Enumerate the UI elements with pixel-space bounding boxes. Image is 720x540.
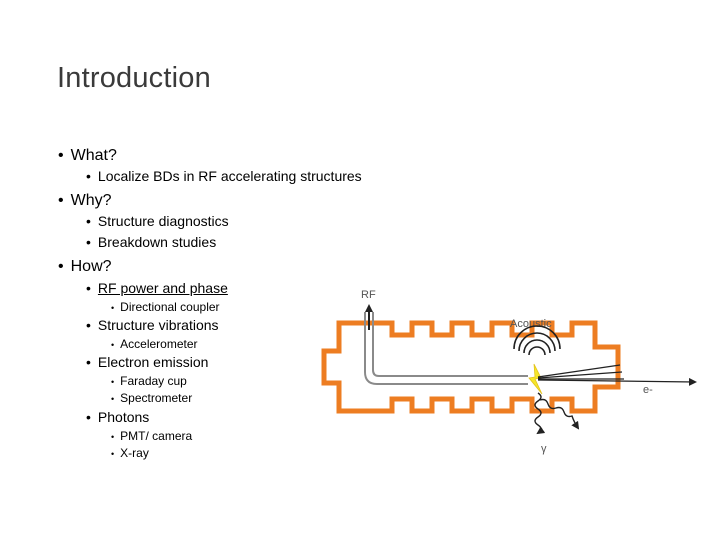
bullet-how-item-label: RF power and phase [97, 280, 228, 296]
bullet-why-item-label: Breakdown studies [97, 234, 217, 250]
bullet-dot: • [111, 303, 115, 313]
bullet-dot: • [111, 449, 115, 459]
electron-arrow [537, 377, 697, 386]
bullet-how-subitem-label: Faraday cup [120, 374, 187, 388]
bullet-what-item-label: Localize BDs in RF accelerating structur… [97, 168, 362, 184]
bullet-how: • How? [58, 258, 112, 276]
bullet-dot: • [111, 340, 115, 350]
waveguide-inner [372, 312, 528, 377]
bullet-dot: • [111, 394, 115, 404]
bullet-how-subitem: • Spectrometer [111, 391, 192, 405]
bullet-how-subitem-label: X-ray [120, 446, 149, 460]
electron-emission-lines [537, 364, 624, 380]
bullet-how-subitem: • Directional coupler [111, 300, 220, 314]
waveguide-outer [364, 312, 528, 385]
bullet-how-item: • Electron emission [86, 354, 208, 370]
rf-label: RF [361, 289, 376, 301]
bullet-dot: • [58, 192, 64, 209]
bullet-why-item: • Breakdown studies [86, 234, 216, 250]
bullet-what-item: • Localize BDs in RF accelerating structu… [86, 168, 362, 184]
bullet-how-subitem-label: Spectrometer [120, 391, 193, 405]
bullet-why-item: • Structure diagnostics [86, 213, 229, 229]
bullet-why: • Why? [58, 192, 112, 210]
bullet-what-label: What? [70, 147, 117, 164]
bullet-dot: • [86, 213, 91, 229]
bullet-dot: • [86, 234, 91, 250]
bullet-dot: • [58, 147, 64, 164]
gamma-label: γ [541, 443, 547, 455]
bullet-why-label: Why? [70, 192, 112, 209]
bullet-how-subitem: • Faraday cup [111, 374, 187, 388]
photon-wave-icon [539, 398, 580, 430]
bullet-dot: • [86, 354, 91, 370]
bullet-dot: • [111, 377, 115, 387]
bullet-how-item-label: Photons [97, 409, 150, 425]
structure-outline [321, 320, 621, 414]
bullet-how-label: How? [70, 258, 112, 275]
bullet-how-subitem-label: Accelerometer [120, 337, 198, 351]
bullet-how-item-label: Structure vibrations [97, 317, 219, 333]
bullet-how-subitem: • Accelerometer [111, 337, 198, 351]
bullet-how-subitem-label: PMT/ camera [120, 429, 193, 443]
bullet-how-item-label: Electron emission [97, 354, 209, 370]
bullet-how-subitem: • X-ray [111, 446, 149, 460]
bullet-why-item-label: Structure diagnostics [97, 213, 229, 229]
bullet-dot: • [86, 317, 91, 333]
electron-label: e- [643, 384, 653, 396]
photon-wave-icon [534, 392, 546, 435]
bullet-dot: • [86, 280, 91, 296]
bullet-how-item: • Structure vibrations [86, 317, 219, 333]
page-title: Introduction [57, 62, 211, 94]
bullet-how-item: • RF power and phase [86, 280, 228, 296]
bullet-dot: • [111, 432, 115, 442]
bullet-how-item: • Photons [86, 409, 149, 425]
bullet-how-subitem-label: Directional coupler [120, 300, 220, 314]
acoustic-waves-icon [513, 325, 561, 356]
bullet-what: • What? [58, 147, 117, 165]
bullet-dot: • [86, 168, 91, 184]
bullet-dot: • [58, 258, 64, 275]
bullet-dot: • [86, 409, 91, 425]
bullet-how-subitem: • PMT/ camera [111, 429, 192, 443]
